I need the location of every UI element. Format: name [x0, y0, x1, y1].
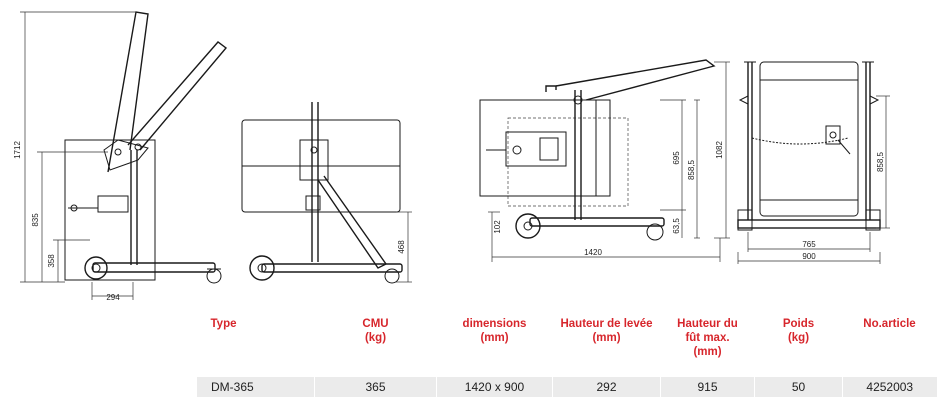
dim-695: 695 — [672, 151, 681, 165]
dim-1712: 1712 — [13, 141, 22, 159]
dim-468: 468 — [397, 240, 406, 254]
table-row: DM-365 365 1420 x 900 292 915 50 4252003 — [196, 377, 937, 397]
dim-358: 358 — [47, 254, 56, 268]
technical-drawing: 1712 835 358 294 46 — [13, 11, 890, 300]
dim-765: 765 — [802, 240, 816, 249]
dim-102: 102 — [493, 220, 502, 234]
header-dimensions: dimensions(mm) — [462, 318, 527, 344]
cell-lift-height: 292 — [552, 377, 661, 397]
cell-article: 4252003 — [842, 377, 937, 397]
end-view: 858,5 765 900 — [737, 61, 890, 264]
cell-cmu: 365 — [314, 377, 437, 397]
side-view-upright: 468 — [241, 102, 412, 284]
dim-835: 835 — [31, 213, 40, 227]
dim-63-5: 63,5 — [672, 218, 681, 234]
header-lift-height: Hauteur de levée(mm) — [560, 318, 653, 344]
dim-858-5-front: 858,5 — [687, 159, 696, 180]
header-type: Type — [210, 318, 237, 330]
cell-type: DM-365 — [196, 377, 315, 397]
dim-294: 294 — [106, 293, 120, 300]
dim-900: 900 — [802, 252, 816, 261]
front-view: 1420 102 695 858,5 63,5 1082 — [479, 59, 730, 262]
cell-weight: 50 — [754, 377, 843, 397]
header-weight: Poids(kg) — [782, 318, 815, 344]
dim-1082: 1082 — [715, 141, 724, 159]
dim-1420: 1420 — [584, 248, 602, 257]
cell-drum-height: 915 — [660, 377, 755, 397]
spec-table: Type CMU(kg) dimensions(mm) Hauteur de l… — [196, 317, 937, 397]
cell-dimensions: 1420 x 900 — [436, 377, 553, 397]
header-cmu: CMU(kg) — [362, 318, 389, 344]
dim-858-5-end: 858,5 — [876, 151, 885, 172]
header-article: No.article — [863, 318, 916, 330]
side-view-tilted: 1712 835 358 294 — [13, 11, 228, 300]
